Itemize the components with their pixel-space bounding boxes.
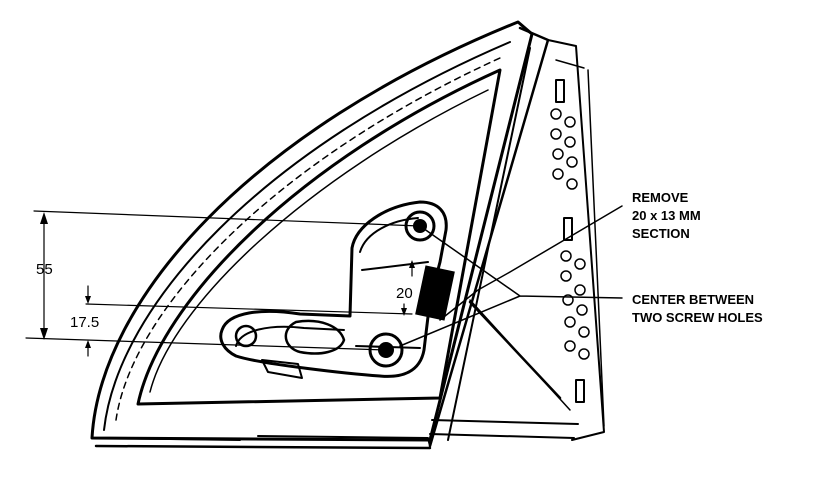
remove-callout-line-2: 20 x 13 MM [632, 208, 701, 223]
dimension-label-17-5: 17.5 [70, 314, 99, 331]
dimension-label-55: 55 [36, 261, 53, 278]
removed-section [415, 265, 455, 321]
glass-run-channel [428, 26, 605, 448]
remove-leader [439, 205, 623, 321]
dimension-17-5 [85, 285, 413, 357]
small-round-hole [234, 324, 258, 348]
door-frame [90, 20, 534, 450]
dimension-20 [401, 260, 415, 316]
vent-holes [550, 108, 590, 360]
channel-slots [555, 79, 585, 403]
dimension-55 [25, 210, 421, 351]
remove-callout-line-3: SECTION [632, 226, 690, 241]
center-leader [399, 225, 623, 347]
center-screw-holes-callout: CENTER BETWEEN TWO SCREW HOLES [632, 292, 763, 325]
remove-callout-line-1: REMOVE [632, 190, 689, 205]
dimension-label-20: 20 [396, 285, 413, 302]
center-callout-line-1: CENTER BETWEEN [632, 292, 754, 307]
remove-section-callout: REMOVE 20 x 13 MM SECTION [632, 190, 701, 241]
center-callout-line-2: TWO SCREW HOLES [632, 310, 763, 325]
